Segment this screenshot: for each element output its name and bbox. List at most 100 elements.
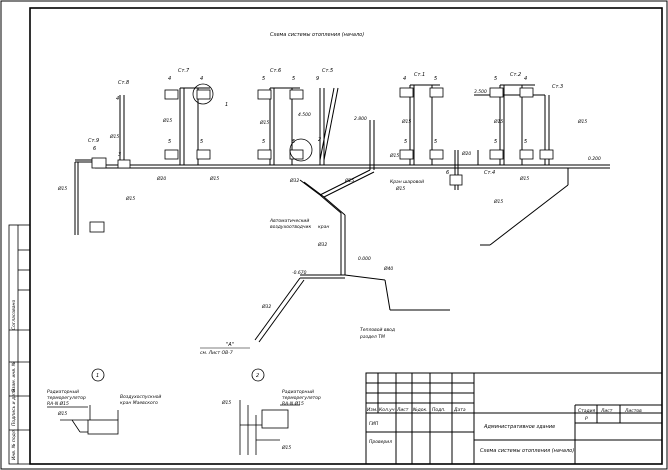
pipe-label-15: Ø15 xyxy=(519,175,529,182)
pipe-label-17: Ø32 xyxy=(317,241,327,248)
num-3a: 3 xyxy=(118,152,121,158)
auto-vent-label-3: кран xyxy=(318,225,329,230)
num-5d: 5 xyxy=(292,76,295,82)
detail-1-num: 1 xyxy=(96,373,99,379)
stamp-sign-date: Подпись и дата xyxy=(11,388,17,426)
tb-col-data: Дата xyxy=(453,407,466,413)
pipe-label-14: Ø15 xyxy=(577,118,587,125)
pipe-label-8: Ø32 xyxy=(289,177,299,184)
tb-gip: ГИП xyxy=(369,421,379,427)
riser-st3: Ст.3 xyxy=(552,84,563,90)
tb-col-list: Лист xyxy=(396,407,409,413)
num-5e: 5 xyxy=(262,139,265,145)
detail-2-pipe-1: Ø15 xyxy=(221,399,231,406)
num-5g: 5 xyxy=(434,76,437,82)
tb-col-kol: Кол.уч xyxy=(379,407,395,413)
side-stamp xyxy=(8,224,31,465)
pipe-label-9: Ø25 xyxy=(344,177,354,184)
riser-st1: Ст.1 xyxy=(414,72,425,78)
detail-1-reg-3: RA-N Ø15 xyxy=(47,400,69,407)
detail-2-reg-1: Радиаторный xyxy=(282,389,314,395)
tb-col-podp: Подп. xyxy=(432,407,446,413)
num-9: 9 xyxy=(316,76,319,82)
detail-marker-1 xyxy=(192,83,214,105)
detail-1-reg-1: Радиаторный xyxy=(47,389,79,395)
num-5i: 5 xyxy=(434,139,437,145)
ball-valve-label: Кран шаровой xyxy=(390,179,424,185)
ball-valve-size: Ø15 xyxy=(395,185,405,192)
num-5j: 5 xyxy=(494,76,497,82)
elevation-4500: 4.500 xyxy=(298,112,311,118)
detail-1-valve-1: Воздухоспускной xyxy=(120,394,161,400)
detail-1-sketch xyxy=(47,405,119,435)
pipe-label-7: Ø15 xyxy=(259,119,269,126)
stamp-agreed: Согласовано xyxy=(11,300,17,330)
num-6a: 6 xyxy=(93,146,96,152)
tb-sheets-label: Листов xyxy=(624,408,642,414)
pipe-label-16: Ø15 xyxy=(493,198,503,205)
pipe-label-1: Ø15 xyxy=(57,185,67,192)
num-4d: 4 xyxy=(403,76,406,82)
num-1: 1 xyxy=(225,102,228,108)
num-5b: 5 xyxy=(200,139,203,145)
num-4e: 4 xyxy=(524,76,527,82)
pipe-label-2: Ø15 xyxy=(109,133,119,140)
detail-marker-2 xyxy=(289,138,313,162)
heat-input-label-1: Тепловой ввод xyxy=(360,327,395,333)
riser-st2: Ст.2 xyxy=(510,72,521,78)
pipe-label-6: Ø15 xyxy=(209,175,219,182)
elevation-0200: 0.200 xyxy=(588,156,601,162)
detail-2-reg-3: RA-N Ø15 xyxy=(282,400,304,407)
piping xyxy=(74,84,610,343)
num-4a: 4 xyxy=(116,96,119,102)
pipe-label-18: Ø40 xyxy=(383,265,393,272)
num-5f: 5 xyxy=(292,139,295,145)
stamp-replace-inv: Взам. инв. № xyxy=(11,361,17,392)
riser-st9: Ст.9 xyxy=(88,138,99,144)
title-block xyxy=(365,372,663,465)
num-5l: 5 xyxy=(524,139,527,145)
num-2: 2 xyxy=(318,137,321,143)
tb-sheet-label: Лист xyxy=(600,408,613,414)
detail-2-pipe-2: Ø15 xyxy=(281,444,291,451)
detail-1-pipe: Ø15 xyxy=(57,410,67,417)
elevation-0000: 0.000 xyxy=(358,256,371,262)
num-5h: 5 xyxy=(404,139,407,145)
num-5k: 5 xyxy=(494,139,497,145)
pipe-label-10: Ø15 xyxy=(389,152,399,159)
num-6b: 6 xyxy=(446,170,449,176)
riser-st4: Ст.4 xyxy=(484,170,495,176)
pipe-label-13: Ø15 xyxy=(493,118,503,125)
elevation-3500: 3.500 xyxy=(474,89,487,95)
num-5c: 5 xyxy=(262,76,265,82)
sheet-ref-letter: "А" xyxy=(226,342,234,348)
heat-input-label-2: раздел ТМ xyxy=(359,334,385,340)
detail-1-reg-2: терморегулятор xyxy=(47,396,86,401)
auto-vent-label-1: Автоматический xyxy=(269,218,309,224)
tb-checked: Проверил xyxy=(369,439,392,445)
riser-st5: Ст.5 xyxy=(322,68,333,74)
riser-st8: Ст.8 xyxy=(118,80,129,86)
num-5a: 5 xyxy=(168,139,171,145)
pipe-label-11: Ø15 xyxy=(401,118,411,125)
tb-col-ndok: №док. xyxy=(412,407,428,413)
auto-vent-label-2: воздухоотводчик xyxy=(270,225,311,230)
tb-stage-value: Р xyxy=(585,416,588,422)
pipe-label-19: Ø32 xyxy=(261,303,271,310)
tb-stage-label: Стадия xyxy=(578,408,596,414)
tb-building: Административное здание xyxy=(483,424,555,430)
detail-2-circle xyxy=(251,368,265,382)
detail-1-circle xyxy=(91,368,105,382)
tb-col-izm: Изм. xyxy=(367,407,378,413)
detail-2-reg-2: терморегулятор xyxy=(282,396,321,401)
detail-2-sketch xyxy=(239,400,300,455)
riser-st7: Ст.7 xyxy=(178,68,190,74)
pipe-label-5: Ø15 xyxy=(162,117,172,124)
pipe-label-12: Ø20 xyxy=(461,150,471,157)
pipe-label-4: Ø20 xyxy=(156,175,166,182)
num-4b: 4 xyxy=(168,76,171,82)
num-4c: 4 xyxy=(200,76,203,82)
sheet-ref: см. Лист ОВ-7 xyxy=(200,350,233,356)
